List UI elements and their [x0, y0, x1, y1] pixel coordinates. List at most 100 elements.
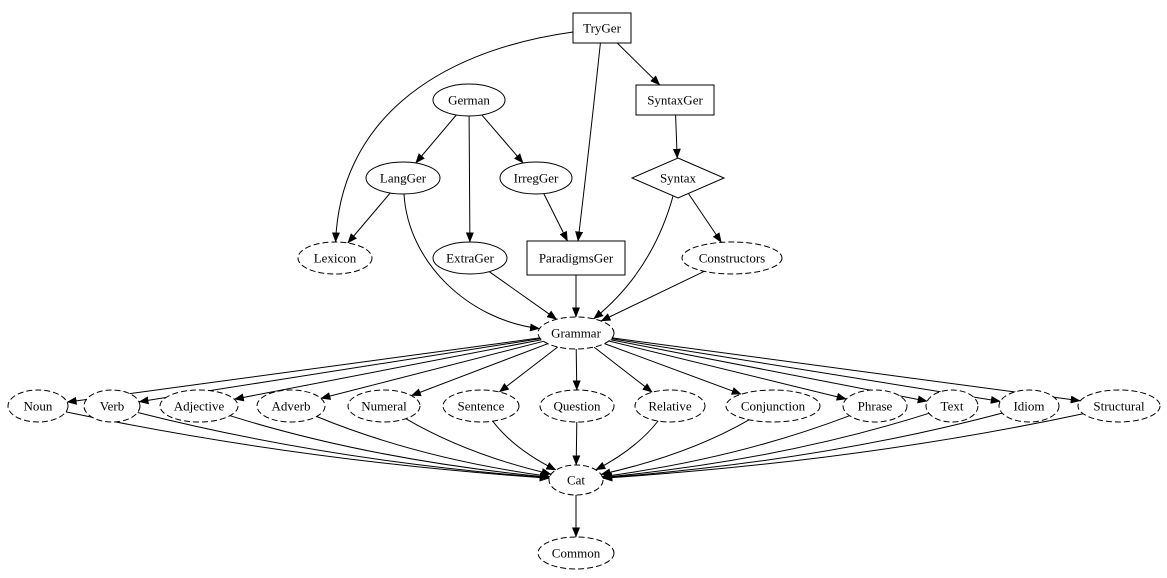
edge-phrase-cat — [601, 415, 850, 480]
node-adjective: Adjective — [159, 389, 239, 423]
node-phrase: Phrase — [842, 389, 908, 423]
node-german: German — [432, 83, 506, 117]
node-grammar: Grammar — [537, 316, 615, 350]
node-label-syntax: Syntax — [660, 170, 697, 185]
node-label-phrase: Phrase — [858, 398, 893, 413]
node-label-sentence: Sentence — [458, 398, 505, 413]
node-shape-extrager — [432, 241, 508, 275]
node-shape-cat — [548, 464, 604, 496]
node-label-paradigmsger: ParadigmsGer — [539, 250, 614, 265]
node-sentence: Sentence — [442, 389, 520, 423]
node-shape-idiom — [998, 389, 1060, 423]
node-shape-relative — [634, 389, 706, 423]
edge-verb-cat — [137, 412, 550, 482]
node-label-numeral: Numeral — [361, 398, 407, 413]
edge-tryger-paradigmsger — [575, 42, 601, 242]
node-label-structural: Structural — [1093, 398, 1145, 413]
node-label-german: German — [448, 92, 490, 107]
edge-text-cat — [602, 412, 930, 481]
edges-layer — [65, 31, 1084, 538]
node-label-common: Common — [552, 545, 601, 560]
node-label-extrager: ExtraGer — [446, 250, 494, 265]
edge-grammar-adjective — [233, 339, 542, 402]
node-shape-noun — [7, 389, 69, 423]
edge-idiom-cat — [602, 412, 1003, 482]
node-paradigmsger: ParadigmsGer — [526, 240, 626, 276]
edge-german-extrager — [465, 115, 474, 243]
edge-tryger-lexicon — [331, 31, 574, 243]
edge-german-irregger — [481, 114, 524, 164]
node-shape-verb — [83, 389, 141, 423]
node-lexicon: Lexicon — [297, 241, 373, 275]
node-adverb: Adverb — [256, 389, 326, 423]
edge-langger-lexicon — [347, 192, 391, 244]
node-label-adverb: Adverb — [272, 398, 311, 413]
node-shape-paradigmsger — [526, 240, 626, 276]
edge-grammar-adverb — [320, 340, 544, 400]
node-numeral: Numeral — [347, 389, 421, 423]
node-shape-question — [539, 389, 615, 423]
node-cat: Cat — [548, 464, 604, 496]
node-label-irregger: IrregGer — [514, 170, 559, 185]
node-shape-lexicon — [297, 241, 373, 275]
node-langger: LangGer — [365, 161, 441, 195]
node-noun: Noun — [7, 389, 69, 423]
edge-langger-grammar — [403, 193, 540, 332]
edge-german-langger — [415, 114, 457, 164]
node-text: Text — [925, 389, 979, 423]
node-label-conjunction: Conjunction — [741, 398, 806, 413]
node-verb: Verb — [83, 389, 141, 423]
node-shape-adverb — [256, 389, 326, 423]
node-tryger: TryGer — [572, 12, 632, 44]
node-common: Common — [537, 536, 615, 570]
edge-syntax-grammar — [593, 195, 674, 320]
node-shape-grammar — [537, 316, 615, 350]
edge-grammar-sentence — [498, 346, 559, 393]
node-syntax: Syntax — [630, 157, 726, 199]
node-shape-langger — [365, 161, 441, 195]
node-relative: Relative — [634, 389, 706, 423]
node-shape-syntaxger — [635, 84, 715, 116]
edge-grammar-numeral — [410, 343, 548, 397]
node-label-langger: LangGer — [380, 170, 427, 185]
node-structural: Structural — [1077, 389, 1161, 423]
node-shape-phrase — [842, 389, 908, 423]
edge-question-cat — [572, 421, 581, 466]
node-label-lexicon: Lexicon — [314, 250, 357, 265]
node-label-text: Text — [941, 398, 964, 413]
edge-grammar-idiom — [611, 338, 1001, 404]
node-conjunction: Conjunction — [725, 389, 821, 423]
edge-syntaxger-syntax — [672, 114, 681, 159]
node-label-constructors: Constructors — [699, 250, 765, 265]
edge-adjective-cat — [229, 415, 550, 481]
edge-irregger-paradigmsger — [543, 193, 568, 242]
node-irregger: IrregGer — [499, 161, 573, 195]
node-label-verb: Verb — [100, 398, 125, 413]
node-shape-text — [925, 389, 979, 423]
edge-structural-cat — [602, 413, 1084, 482]
node-extrager: ExtraGer — [432, 241, 508, 275]
node-question: Question — [539, 389, 615, 423]
edge-tryger-syntaxger — [616, 42, 661, 86]
edge-adverb-cat — [316, 416, 551, 480]
node-label-adjective: Adjective — [174, 398, 225, 413]
node-shape-common — [537, 536, 615, 570]
node-label-noun: Noun — [24, 398, 53, 413]
edge-grammar-conjunction — [604, 343, 742, 395]
node-label-tryger: TryGer — [583, 20, 621, 35]
edge-grammar-phrase — [608, 340, 847, 401]
edge-conjunction-cat — [600, 419, 750, 477]
edge-grammar-relative — [593, 346, 653, 393]
edge-numeral-cat — [405, 418, 552, 476]
node-label-relative: Relative — [648, 398, 692, 413]
node-shape-syntax — [630, 157, 726, 199]
node-shape-tryger — [572, 12, 632, 44]
edge-grammar-question — [572, 348, 581, 391]
node-shape-sentence — [442, 389, 520, 423]
node-shape-structural — [1077, 389, 1161, 423]
node-label-syntaxger: SyntaxGer — [647, 92, 703, 107]
node-idiom: Idiom — [998, 389, 1060, 423]
node-constructors: Constructors — [681, 241, 783, 275]
edge-grammar-noun — [66, 337, 540, 405]
